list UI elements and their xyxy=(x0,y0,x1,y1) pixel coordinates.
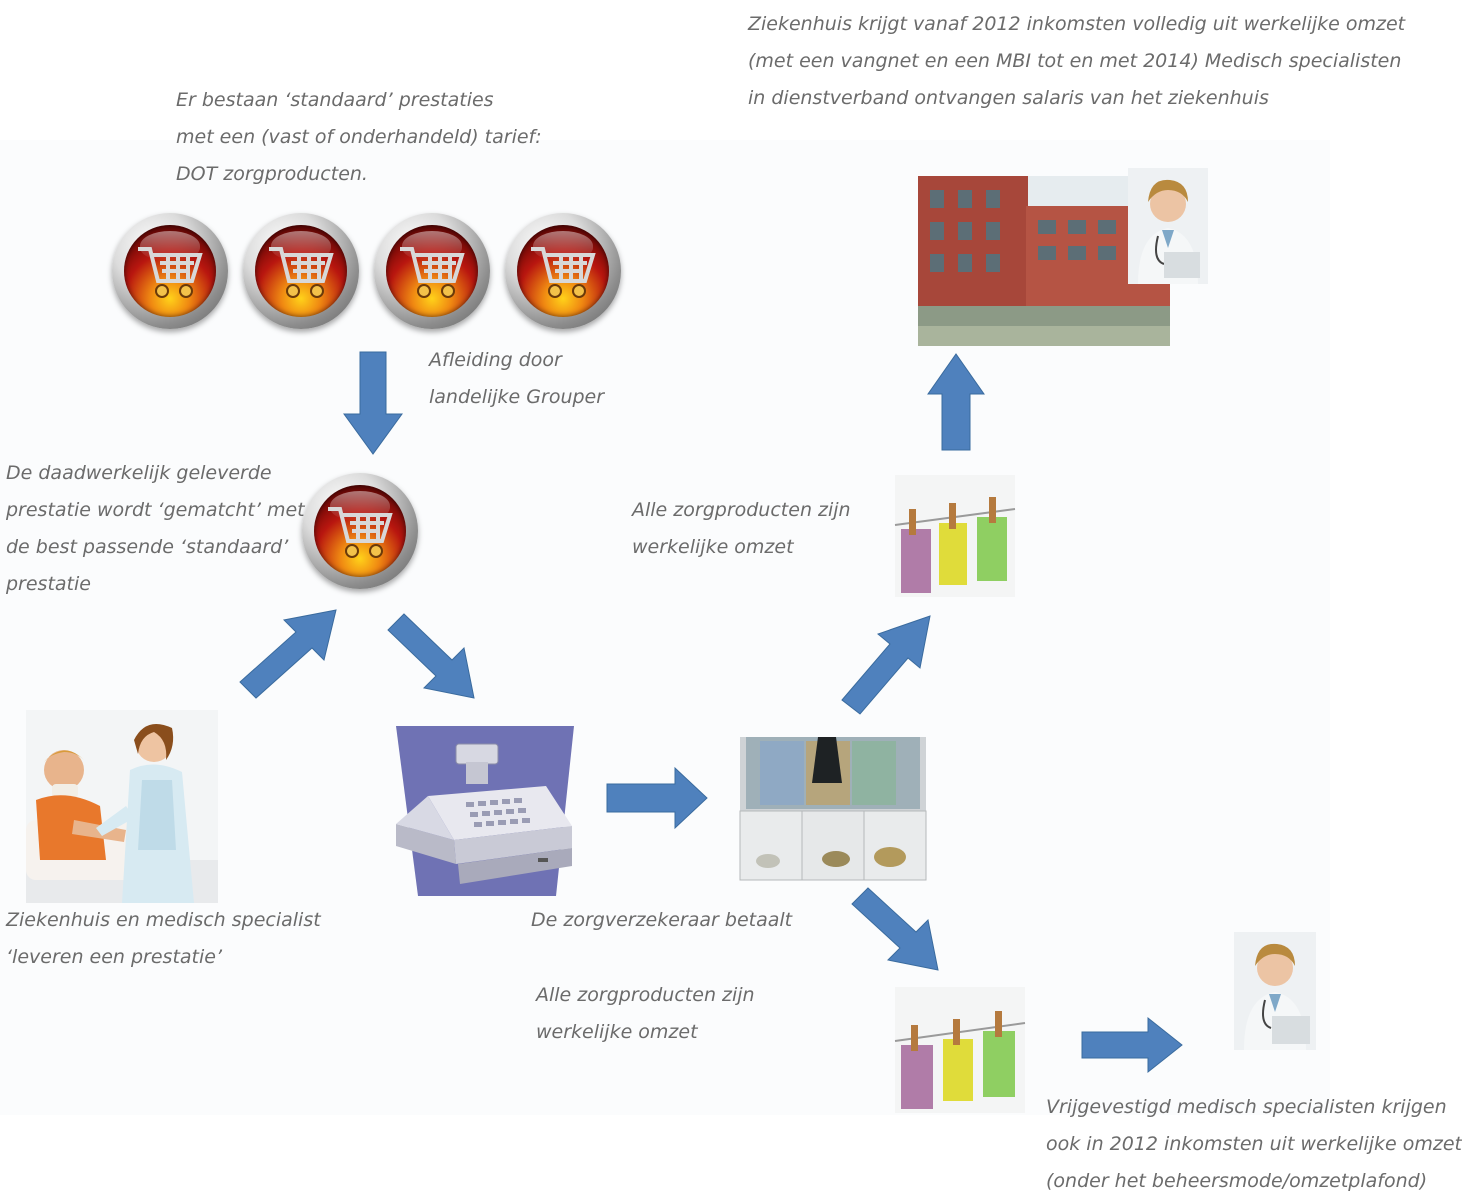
omzet-lower-text: Alle zorgproducten zijn werkelijke omzet xyxy=(536,984,755,1043)
matched-shopping-cart-icon xyxy=(302,473,418,589)
cash-register-icon xyxy=(396,726,574,896)
shopping-cart-icon xyxy=(112,213,228,329)
vrijgevestigd-text: Vrijgevestigd medisch specialisten krijg… xyxy=(1046,1096,1462,1192)
standaard-prestaties-text: Er bestaan ‘standaard’ prestaties met ee… xyxy=(176,89,542,185)
arrow-up-to-matched-cart xyxy=(239,609,337,699)
doctor-icon xyxy=(1234,932,1316,1050)
gematcht-text: De daadwerkelijk geleverde prestatie wor… xyxy=(6,462,305,595)
arrow-up-to-banknotes xyxy=(841,615,931,715)
banknotes-clothesline-icon xyxy=(894,475,1016,597)
nurse-patient-icon xyxy=(26,710,218,903)
zorgverzekeraar-betaalt-text: De zorgverzekeraar betaalt xyxy=(531,909,793,931)
arrow-right-to-drawer xyxy=(606,766,708,830)
money-drawer-icon xyxy=(739,737,927,881)
leveren-prestatie-text: Ziekenhuis en medisch specialist ‘levere… xyxy=(6,909,321,968)
afleiding-text: Afleiding door landelijke Grouper xyxy=(429,349,605,408)
shopping-cart-icon xyxy=(374,213,490,329)
doctor-icon xyxy=(1128,168,1208,284)
arrow-right-to-doctor xyxy=(1081,1016,1183,1074)
shopping-cart-icon xyxy=(243,213,359,329)
arrow-down-to-grouper xyxy=(343,351,403,455)
arrow-down-to-register xyxy=(387,613,475,699)
shopping-cart-icon xyxy=(505,213,621,329)
arrow-down-to-lower-banknotes xyxy=(851,887,939,971)
arrow-up-to-hospital xyxy=(927,353,985,451)
ziekenhuis-omzet-text: Ziekenhuis krijgt vanaf 2012 inkomsten v… xyxy=(748,13,1406,109)
banknotes-clothesline-icon xyxy=(894,987,1026,1113)
omzet-upper-text: Alle zorgproducten zijn werkelijke omzet xyxy=(632,499,851,558)
